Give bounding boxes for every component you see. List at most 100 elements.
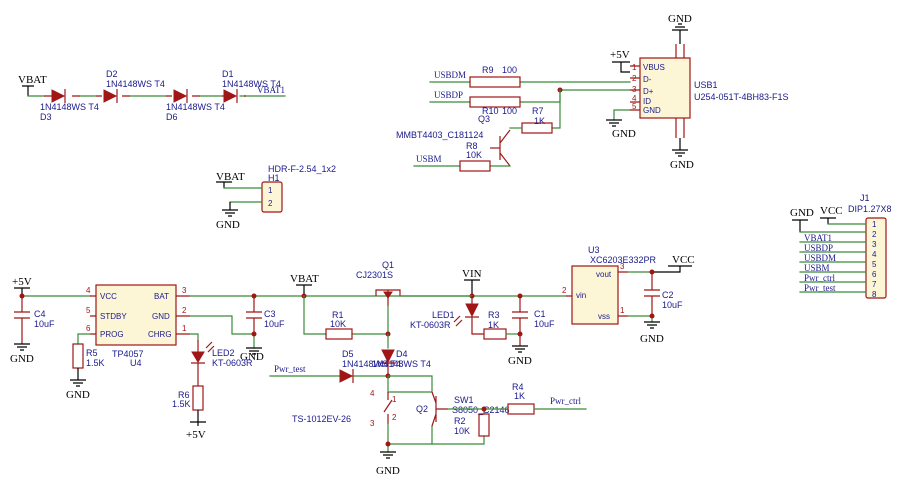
q2-transistor bbox=[431, 391, 448, 427]
svg-text:vss: vss bbox=[598, 312, 610, 321]
vbat1-net-label: VBAT1 bbox=[257, 85, 285, 95]
svg-text:S8050_C2146: S8050_C2146 bbox=[452, 405, 510, 415]
svg-text:C2: C2 bbox=[662, 290, 674, 300]
c1-capacitor bbox=[512, 296, 528, 346]
svg-text:1K: 1K bbox=[534, 116, 545, 126]
svg-text:4: 4 bbox=[872, 250, 877, 259]
d5-diode-symbol bbox=[339, 369, 354, 383]
vbat-symbol-1 bbox=[22, 85, 34, 96]
sw1-value: TS-1012EV-26 bbox=[292, 414, 351, 424]
svg-text:3: 3 bbox=[182, 286, 187, 295]
svg-text:1: 1 bbox=[872, 220, 877, 229]
svg-text:C4: C4 bbox=[34, 309, 46, 319]
j1-value: DIP1.27X8 bbox=[848, 204, 892, 214]
c4-capacitor bbox=[14, 296, 30, 344]
svg-text:Pwr_ctrl: Pwr_ctrl bbox=[804, 273, 835, 283]
j1-body bbox=[865, 217, 887, 299]
u4-body bbox=[95, 284, 177, 346]
svg-text:10K: 10K bbox=[330, 319, 346, 329]
q3-ref: Q3 bbox=[478, 114, 490, 124]
svg-text:vin: vin bbox=[576, 291, 586, 300]
svg-text:D4: D4 bbox=[396, 349, 408, 359]
power-switch-section: VBAT Q1 CJ2301S R1 10K D4 1N4148WS T4 Pw… bbox=[269, 260, 587, 477]
svg-text:7: 7 bbox=[872, 280, 877, 289]
svg-text:R3: R3 bbox=[488, 310, 500, 320]
svg-text:C3: C3 bbox=[264, 309, 276, 319]
svg-text:VCC: VCC bbox=[100, 292, 117, 301]
svg-text:+5V: +5V bbox=[186, 429, 206, 441]
gnd-symbol-usb-bottom bbox=[672, 138, 688, 157]
vbat-label-2: VBAT bbox=[216, 171, 245, 183]
d6-ref: D6 bbox=[166, 112, 178, 122]
d2-diode-symbol bbox=[103, 89, 118, 103]
svg-text:5: 5 bbox=[632, 102, 637, 111]
svg-text:1: 1 bbox=[392, 395, 397, 404]
d3-value: 1N4148WS T4 bbox=[40, 102, 99, 112]
pwr-test-net-label: Pwr_test bbox=[274, 364, 306, 374]
d4-diode-symbol bbox=[381, 349, 395, 364]
usb1-body bbox=[639, 57, 691, 119]
pwr-ctrl-net-label: Pwr_ctrl bbox=[550, 396, 581, 406]
svg-text:6: 6 bbox=[872, 270, 877, 279]
svg-text:1.5K: 1.5K bbox=[172, 399, 191, 409]
svg-text:Q1: Q1 bbox=[382, 260, 394, 270]
svg-text:1: 1 bbox=[632, 63, 637, 72]
svg-text:8: 8 bbox=[872, 290, 877, 299]
r2-resistor bbox=[478, 413, 490, 437]
q3-value: MMBT4403_C181124 bbox=[396, 130, 483, 140]
svg-text:GND: GND bbox=[612, 128, 636, 140]
svg-text:BAT: BAT bbox=[154, 292, 169, 301]
svg-text:R7: R7 bbox=[532, 106, 544, 116]
d3-diode-symbol bbox=[51, 89, 66, 103]
j1-connector: J1 DIP1.27X8 GND VCC VBAT1 USBDP USBDM U… bbox=[790, 193, 892, 299]
p5v-label-charger: +5V bbox=[12, 276, 32, 288]
svg-text:CJ2301S: CJ2301S bbox=[356, 270, 393, 280]
r3-resistor bbox=[483, 328, 507, 340]
d2-ref: D2 bbox=[106, 69, 118, 79]
svg-text:STDBY: STDBY bbox=[100, 312, 127, 321]
svg-text:GND: GND bbox=[152, 312, 170, 321]
r8-resistor bbox=[459, 160, 491, 172]
svg-text:LED1: LED1 bbox=[432, 310, 455, 320]
u4-value: TP4057 bbox=[112, 349, 144, 359]
gnd-symbol-usb bbox=[606, 119, 622, 127]
r4-resistor bbox=[507, 403, 535, 415]
svg-text:1N4148WS T4: 1N4148WS T4 bbox=[342, 359, 401, 369]
svg-text:GND: GND bbox=[376, 465, 400, 477]
svg-text:1: 1 bbox=[268, 186, 273, 195]
gnd-symbol-h1 bbox=[222, 202, 238, 217]
svg-text:1: 1 bbox=[620, 306, 625, 315]
u4-ref: U4 bbox=[130, 358, 142, 368]
svg-text:3: 3 bbox=[872, 240, 877, 249]
svg-text:GND: GND bbox=[668, 13, 692, 25]
svg-text:2: 2 bbox=[872, 230, 877, 239]
svg-text:R1: R1 bbox=[332, 310, 344, 320]
usbm-net-label: USBM bbox=[416, 154, 442, 164]
svg-text:GND: GND bbox=[643, 106, 661, 115]
d1-value: 1N4148WS T4 bbox=[222, 79, 281, 89]
vcc-label: VCC bbox=[672, 254, 695, 266]
r10-resistor bbox=[469, 96, 521, 108]
led2-symbol bbox=[191, 351, 205, 363]
p5v-label-usb: +5V bbox=[610, 49, 630, 61]
svg-text:GND: GND bbox=[670, 159, 694, 171]
svg-text:2: 2 bbox=[268, 199, 273, 208]
svg-text:Pwr_test: Pwr_test bbox=[804, 283, 836, 293]
led1-symbol bbox=[465, 303, 479, 318]
svg-text:R2: R2 bbox=[454, 416, 466, 426]
svg-text:C1: C1 bbox=[534, 309, 546, 319]
svg-text:5: 5 bbox=[872, 260, 877, 269]
svg-text:PROG: PROG bbox=[100, 330, 124, 339]
svg-text:CHRG: CHRG bbox=[148, 330, 172, 339]
c2-capacitor bbox=[644, 272, 660, 316]
sw1-switch bbox=[383, 392, 393, 424]
gnd-label-h1: GND bbox=[216, 219, 240, 231]
q3-transistor bbox=[499, 129, 511, 167]
usb1-value: U254-051T-4BH83-F1S bbox=[694, 92, 789, 102]
svg-text:6: 6 bbox=[86, 324, 91, 333]
svg-text:10uF: 10uF bbox=[534, 319, 555, 329]
h1-ref: H1 bbox=[268, 173, 280, 183]
svg-text:vout: vout bbox=[596, 270, 612, 279]
h1-body bbox=[261, 181, 283, 213]
